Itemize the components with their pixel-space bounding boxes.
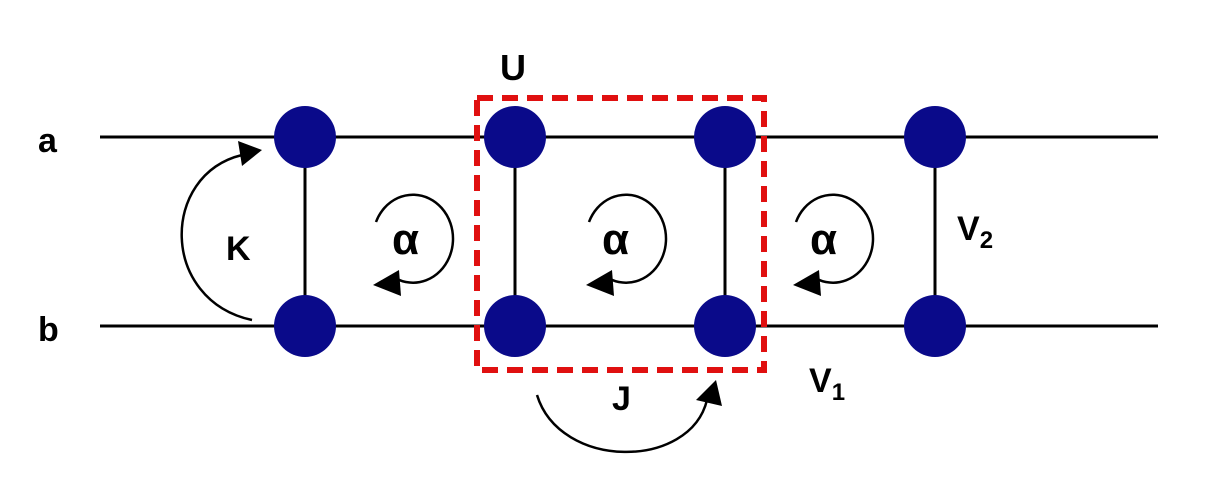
site-dot-a3 bbox=[694, 106, 756, 168]
site-dot-a1 bbox=[274, 106, 336, 168]
onsite-label-U: U bbox=[500, 47, 526, 88]
flux-arrow-icon-1 bbox=[373, 193, 455, 296]
sites bbox=[274, 106, 966, 357]
site-dot-b4 bbox=[904, 295, 966, 357]
rung-repulsion-label-V2: V2 bbox=[957, 210, 993, 254]
site-dot-b2 bbox=[484, 295, 546, 357]
ring-exchange-arrow-icon bbox=[180, 141, 262, 322]
leg-repulsion-label-V1: V1 bbox=[809, 362, 845, 406]
site-dot-b1 bbox=[274, 295, 336, 357]
site-dot-a2 bbox=[484, 106, 546, 168]
flux-label-2: α bbox=[602, 215, 629, 264]
flux-label-1: α bbox=[392, 215, 419, 264]
flux-label-3: α bbox=[810, 215, 837, 264]
hopping-label-J: J bbox=[612, 380, 631, 418]
site-dot-a4 bbox=[904, 106, 966, 168]
site-dot-b3 bbox=[694, 295, 756, 357]
flux-arrow-icon-2 bbox=[586, 193, 668, 296]
hopping-arrow-icon bbox=[535, 380, 722, 454]
flux-arrow-icon-3 bbox=[793, 193, 875, 296]
unit-cell-box bbox=[474, 95, 767, 373]
leg-label-b: b bbox=[38, 311, 59, 349]
ring-exchange-label-K: K bbox=[226, 230, 251, 268]
leg-label-a: a bbox=[38, 122, 58, 160]
